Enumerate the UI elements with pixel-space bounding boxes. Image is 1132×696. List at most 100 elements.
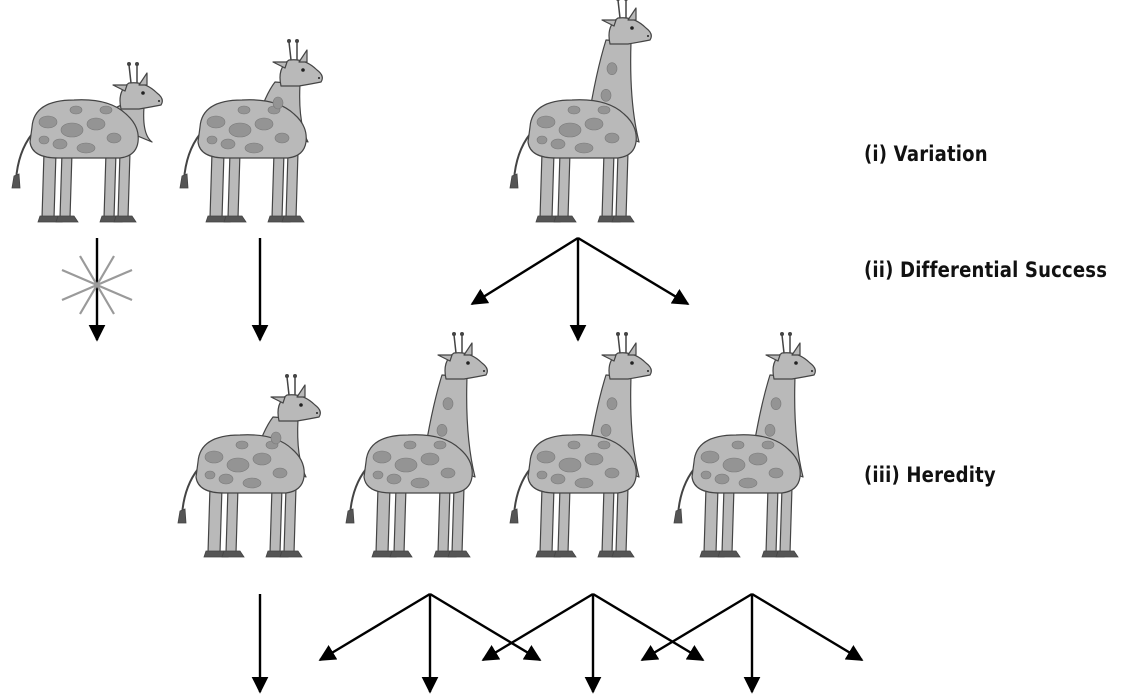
giraffes-layer — [11, 0, 816, 558]
spot — [403, 440, 417, 450]
horn — [453, 334, 457, 354]
spot — [436, 424, 448, 437]
leg — [557, 151, 571, 219]
spot — [235, 440, 249, 450]
leg — [269, 486, 283, 554]
hoof — [775, 550, 799, 558]
horn — [128, 64, 132, 84]
ear — [601, 354, 617, 362]
spot — [60, 122, 84, 138]
horn-tip — [135, 62, 139, 66]
horn-tip — [460, 332, 464, 336]
eye — [794, 361, 798, 365]
spot — [567, 105, 581, 115]
spot — [700, 450, 720, 464]
spot — [106, 132, 122, 144]
leg — [207, 486, 223, 554]
no-offspring-cross — [61, 255, 133, 315]
eye — [630, 361, 634, 365]
arrow-gen2-right-1 — [429, 592, 542, 662]
eye — [630, 26, 634, 30]
leg — [283, 486, 297, 554]
nostril — [318, 77, 320, 79]
spot — [442, 397, 454, 410]
ear — [437, 354, 453, 362]
horn — [617, 334, 621, 354]
ear — [791, 342, 801, 356]
leg — [557, 486, 571, 554]
spot — [420, 452, 440, 466]
spot — [226, 457, 250, 473]
giraffe-offspring-3 — [509, 332, 652, 558]
tail-tuft — [177, 508, 187, 524]
hoof — [281, 215, 305, 223]
spot — [206, 115, 226, 129]
label-differential-success: (ii) Differential Success — [864, 258, 1108, 282]
horn-tip — [452, 332, 456, 336]
spot — [738, 477, 758, 489]
ear — [765, 354, 781, 362]
spot — [272, 96, 284, 110]
spot — [204, 450, 224, 464]
spot — [237, 105, 251, 115]
spot — [386, 473, 402, 485]
leg — [721, 486, 735, 554]
spot — [714, 473, 730, 485]
spot — [38, 115, 58, 129]
leg — [209, 151, 225, 219]
spot — [536, 135, 548, 145]
arrow-gen2-right-2 — [592, 592, 705, 662]
spot — [574, 477, 594, 489]
nostril — [647, 370, 649, 372]
spot — [372, 450, 392, 464]
leg — [375, 486, 391, 554]
spot — [372, 470, 384, 480]
spot — [558, 122, 582, 138]
tail-tuft — [345, 508, 355, 524]
spot — [410, 477, 430, 489]
ear — [296, 384, 306, 398]
spot — [220, 138, 236, 150]
leg — [601, 486, 615, 554]
spot — [761, 440, 775, 450]
spot — [748, 452, 768, 466]
spot — [764, 424, 776, 437]
tail-tuft — [673, 508, 683, 524]
hoof — [279, 550, 303, 558]
horn-tip — [127, 62, 131, 66]
horn-tip — [287, 39, 291, 43]
horn-tip — [624, 332, 628, 336]
horn-tip — [616, 0, 620, 1]
spot — [770, 397, 782, 410]
horn-tip — [293, 374, 297, 378]
horn-tip — [616, 332, 620, 336]
ear — [112, 84, 128, 92]
eye — [301, 68, 305, 72]
hoof — [553, 215, 577, 223]
label-variation: (i) Variation — [864, 142, 988, 166]
ear — [627, 342, 637, 356]
nostril — [483, 370, 485, 372]
ear — [298, 49, 308, 63]
hoof — [611, 215, 635, 223]
horn-tip — [624, 0, 628, 1]
horn — [617, 0, 621, 19]
leg — [615, 486, 629, 554]
leg — [539, 151, 555, 219]
tail-tuft — [509, 173, 519, 189]
ear — [270, 396, 286, 404]
nostril — [158, 100, 160, 102]
spot — [606, 62, 618, 75]
nostril — [647, 35, 649, 37]
hoof — [717, 550, 741, 558]
spot — [606, 397, 618, 410]
spot — [244, 142, 264, 154]
cross-stroke — [79, 255, 115, 315]
spot — [597, 105, 611, 115]
arrow-gen2-left-1 — [318, 592, 431, 662]
spot — [604, 132, 620, 144]
spot — [52, 138, 68, 150]
spot — [394, 457, 418, 473]
eye — [466, 361, 470, 365]
